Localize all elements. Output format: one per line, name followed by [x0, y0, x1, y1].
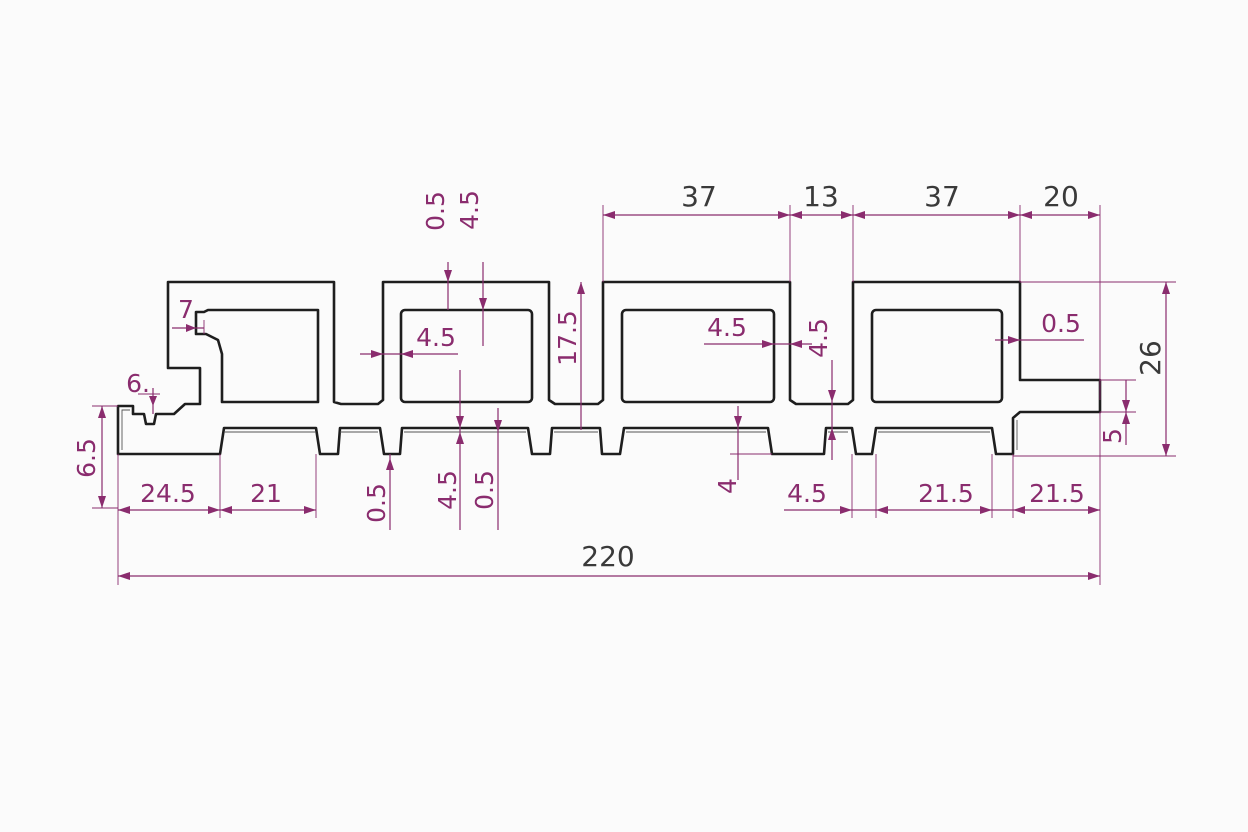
dim-label-top-cell-1: 37 — [681, 180, 717, 213]
dim-label-cavity-height: 17.5 — [553, 310, 582, 366]
dim-label-bottom-0-5-a: 0.5 — [362, 483, 391, 523]
cavity-2 — [399, 308, 534, 404]
dim-label-inner-gap-2: 4.5 — [707, 313, 747, 342]
dim-label-tongue-5: 5 — [1098, 428, 1127, 444]
dim-label-top-right: 20 — [1043, 180, 1079, 213]
profile-outline — [116, 280, 1102, 456]
cavity-1 — [194, 308, 320, 404]
dim-label-bottom-4-5: 4.5 — [433, 470, 462, 510]
dim-label-bottom-0-5-b: 0.5 — [470, 470, 499, 510]
dim-label-inner-gap-1: 4.5 — [416, 323, 456, 352]
dim-label-left-height: 6.5 — [72, 438, 101, 478]
dim-label-height-total: 26 — [1134, 340, 1167, 376]
dim-label-top-web: 13 — [803, 180, 839, 213]
dim-label-bottom-4-5-right: 4.5 — [787, 479, 827, 508]
dim-label-top-wall-thin: 0.5 — [421, 191, 450, 231]
dim-label-right-wall: 0.5 — [1041, 309, 1081, 338]
dim-label-top-wall: 4.5 — [455, 190, 484, 230]
dim-label-bottom-24-5: 24.5 — [140, 479, 196, 508]
dim-label-groove-4: 4 — [713, 478, 742, 494]
dim-label-bottom-21-5-a: 21.5 — [918, 479, 974, 508]
dim-label-step-6: 6. — [126, 369, 150, 398]
profile-inner-line — [121, 409, 1018, 450]
dim-label-bottom-21: 21 — [250, 479, 282, 508]
dimension-lines — [92, 205, 1176, 585]
cavity-3 — [620, 308, 776, 404]
dim-label-total-length: 220 — [581, 540, 634, 573]
dim-label-notch-7: 7 — [178, 295, 194, 324]
cavity-4 — [870, 308, 1004, 404]
dim-label-bottom-21-5-b: 21.5 — [1029, 479, 1085, 508]
dim-label-top-cell-2: 37 — [924, 180, 960, 213]
dim-label-web-4-5: 4.5 — [804, 318, 833, 358]
